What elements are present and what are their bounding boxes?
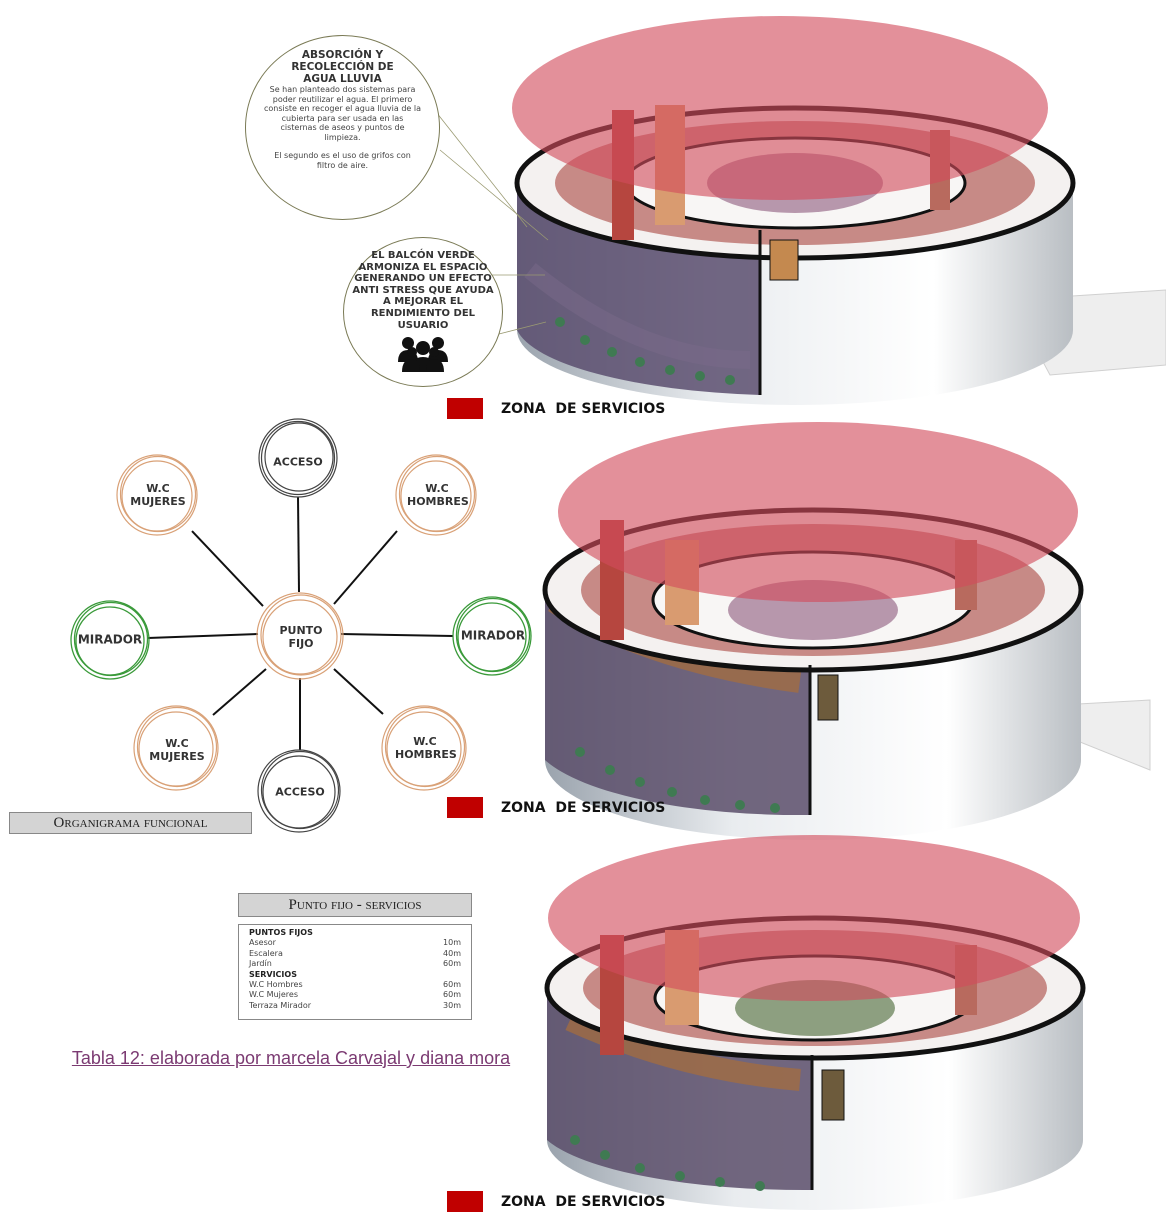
people-group-icon [398, 337, 448, 373]
callout-water: ABSORCIÓN Y RECOLECCIÓN DE AGUA LLUVIA S… [245, 35, 440, 220]
callout-water-text-1: Se han planteado dos sistemas para poder… [264, 85, 421, 142]
organigram-rings [70, 418, 532, 833]
callout-balcony-text: EL BALCÓN VERDE ARMONIZA EL ESPACIO GENE… [352, 250, 494, 331]
table-caption: Tabla 12: elaborada por marcela Carvajal… [71, 1048, 511, 1068]
render-floor-1 [512, 16, 1166, 405]
node-mirador-right: MIRADOR [460, 628, 526, 643]
node-wc-mujeres-top: W.C MUJERES [130, 482, 186, 508]
table-cell-area: 60m [443, 990, 461, 1000]
table-cell-item: Jardín [249, 959, 272, 969]
callout-balcony: EL BALCÓN VERDE ARMONIZA EL ESPACIO GENE… [343, 237, 503, 387]
table-row: W.C Mujeres 60m [249, 990, 461, 1000]
table-row: W.C Hombres 60m [249, 980, 461, 990]
table-cell-area: 30m [443, 1000, 461, 1010]
organigram-label: Organigrama funcional [9, 812, 252, 834]
legend-3: ZONA DE SERVICIOS [447, 1191, 665, 1212]
table-section-header: PUNTOS FIJOS [249, 928, 313, 937]
table-title: Punto fijo - servicios [238, 893, 472, 917]
render-floor-2 [542, 422, 1151, 840]
legend-2: ZONA DE SERVICIOS [447, 797, 665, 818]
table-row: Escalera 40m [249, 949, 461, 959]
node-wc-mujeres-bottom: W.C MUJERES [149, 737, 205, 763]
table-cell-item: W.C Hombres [249, 980, 303, 990]
node-wc-hombres-bottom: W.C HOMBRES [395, 735, 457, 761]
table-row: Jardín 60m [249, 959, 461, 969]
table-row: Terraza Mirador 30m [249, 1001, 461, 1011]
table-section-header: SERVICIOS [249, 969, 297, 979]
node-punto-fijo: PUNTO FIJO [279, 624, 323, 650]
render-floor-3 [544, 835, 1086, 1210]
table-cell-item: W.C Mujeres [249, 990, 298, 1000]
table-row: Asesor 10m [249, 938, 461, 948]
node-acceso-top: ACCESO [273, 455, 323, 469]
legend-swatch [447, 797, 483, 818]
legend-1: ZONA DE SERVICIOS [447, 398, 665, 419]
table-cell-area: 10m [443, 938, 461, 948]
table-cell-area: 60m [443, 959, 461, 969]
node-wc-hombres-top: W.C HOMBRES [407, 482, 469, 508]
legend-swatch [447, 1191, 483, 1212]
table-cell-item: Terraza Mirador [249, 1000, 312, 1010]
organigram-connectors [147, 496, 454, 750]
table-cell-area: 40m [443, 948, 461, 958]
table-cell-item: Asesor [249, 938, 276, 948]
callout-water-title: ABSORCIÓN Y RECOLECCIÓN DE AGUA LLUVIA [291, 49, 394, 85]
legend-label: ZONA DE SERVICIOS [501, 400, 666, 417]
callout-leaders [424, 97, 549, 336]
table-cell-area: 60m [443, 980, 461, 990]
node-mirador-left: MIRADOR [77, 632, 143, 647]
legend-swatch [447, 398, 483, 419]
node-acceso-bottom: ACCESO [275, 785, 325, 799]
legend-label: ZONA DE SERVICIOS [501, 799, 666, 816]
callout-water-text-2: El segundo es el uso de grifos con filtr… [274, 151, 411, 170]
legend-label: ZONA DE SERVICIOS [501, 1193, 666, 1210]
table-cell-item: Escalera [249, 948, 283, 958]
